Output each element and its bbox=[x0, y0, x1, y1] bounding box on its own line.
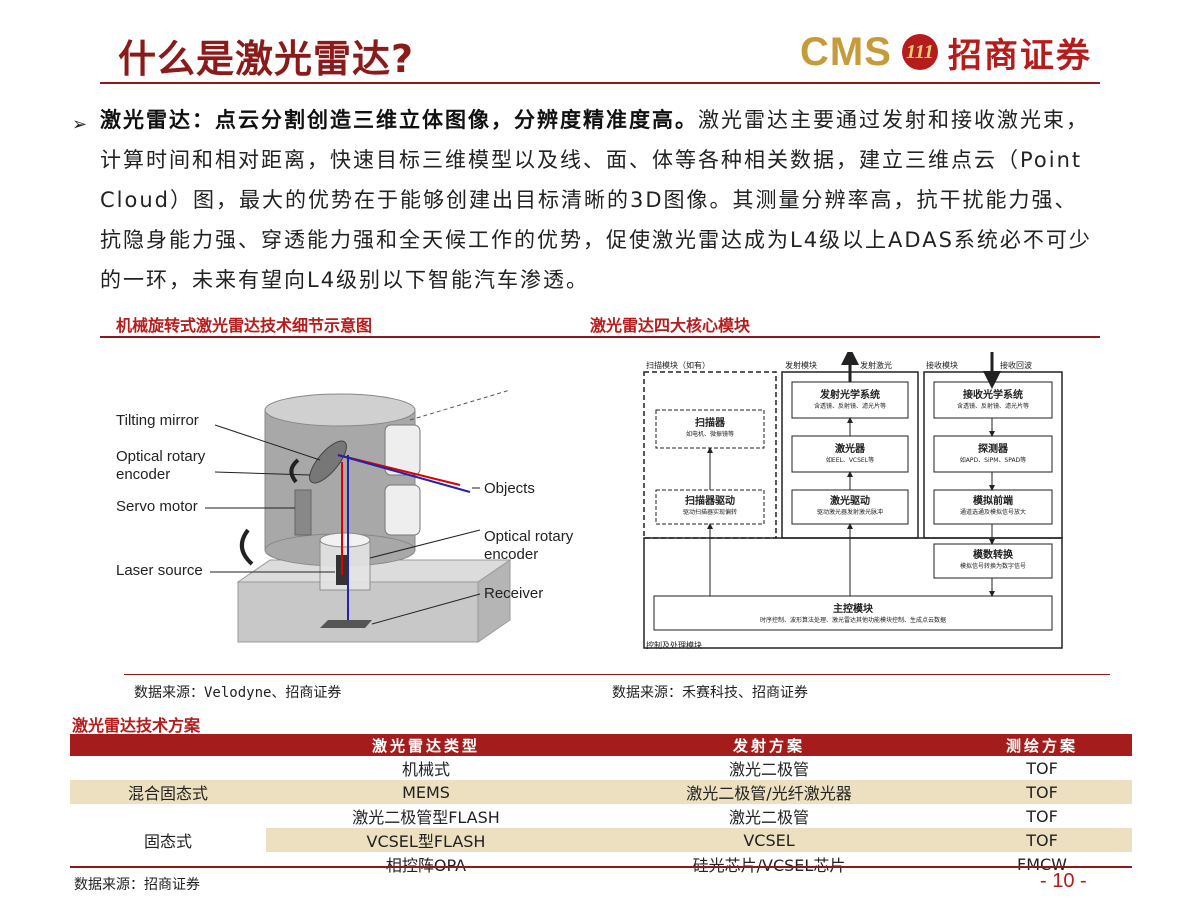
table-cell-type: 机械式 bbox=[401, 760, 450, 779]
box-laser-sub: 如EEL、VCSEL等 bbox=[825, 457, 875, 464]
intro-text: 激光雷达主要通过发射和接收激光束，计算时间和相对距离，快速目标三维模型以及线、面… bbox=[100, 108, 1092, 292]
figure-divider bbox=[100, 336, 1100, 338]
table-cell-measure: TOF bbox=[1026, 806, 1058, 826]
box-analog-front: 模拟前端 通道选通及模拟信号放大 bbox=[934, 492, 1052, 516]
box-analog-front-sub: 通道选通及模拟信号放大 bbox=[959, 509, 1026, 516]
box-laser-drive-sub: 驱动激光器发射激光脉冲 bbox=[816, 509, 883, 516]
box-main-control: 主控模块 时序控制、波形算法处理、激光雷达其他功能模块控制、生成点云数据 bbox=[654, 600, 1052, 624]
logo-cn-text: 招商证券 bbox=[947, 35, 1092, 76]
logo-badge-icon: 111 bbox=[901, 34, 938, 70]
table-cell-emit: 硅光芯片/VCSEL芯片 bbox=[586, 852, 952, 876]
table-row: 固态式 激光二极管型FLASH 激光二极管 TOF bbox=[70, 804, 1132, 852]
box-recv-optics: 接收光学系统 含透镜、反射镜、滤光片等 bbox=[934, 386, 1052, 410]
table-cell-group bbox=[70, 756, 266, 780]
table-header-measure: 测绘方案 bbox=[952, 734, 1132, 756]
box-scanner-drive: 扫描器驱动 驱动扫描器实现偏转 bbox=[656, 492, 764, 516]
box-adc: 模数转换 模拟信号转换为数字信号 bbox=[934, 546, 1052, 570]
label-receiver: Receiver bbox=[484, 585, 544, 602]
intro-bold: 激光雷达：点云分割创造三维立体图像，分辨度精准度高。 bbox=[100, 108, 698, 132]
figure-right-source: 数据来源：禾赛科技、招商证券 bbox=[612, 685, 808, 701]
table-header-row: 激光雷达类型 发射方案 测绘方案 bbox=[70, 734, 1132, 756]
box-detector: 探测器 如APD、SiPM、SPAD等 bbox=[934, 440, 1052, 464]
box-laser-drive-title: 激光驱动 bbox=[830, 496, 870, 507]
table-row: 混合固态式 MEMS 激光二极管/光纤激光器 TOF bbox=[70, 780, 1132, 804]
label-objects: Objects bbox=[484, 480, 535, 497]
table-cell-emit: 激光二极管 bbox=[728, 808, 809, 827]
core-modules-diagram bbox=[643, 352, 1063, 649]
box-emit-optics: 发射光学系统 含透镜、反射镜、滤光片等 bbox=[792, 386, 908, 410]
table-cell-emit: 激光二极管 bbox=[728, 760, 809, 779]
box-detector-title: 探测器 bbox=[978, 444, 1008, 455]
box-scanner-drive-sub: 驱动扫描器实现偏转 bbox=[682, 509, 737, 516]
box-main-control-sub: 时序控制、波形算法处理、激光雷达其他功能模块控制、生成点云数据 bbox=[759, 617, 946, 624]
emit-module-label: 发射模块 bbox=[785, 361, 817, 370]
bullet-arrow-icon: ➢ bbox=[72, 114, 88, 135]
page-title: 什么是激光雷达? bbox=[118, 37, 415, 81]
box-analog-front-title: 模拟前端 bbox=[973, 496, 1013, 507]
header-divider bbox=[100, 82, 1100, 84]
table-cell-measure: TOF bbox=[952, 780, 1132, 804]
brand-logo: CMS 111 招商证券 bbox=[800, 29, 1092, 76]
box-detector-sub: 如APD、SiPM、SPAD等 bbox=[959, 457, 1027, 464]
emit-arrow-label: 发射激光 bbox=[860, 361, 892, 370]
box-emit-optics-sub: 含透镜、反射镜、滤光片等 bbox=[813, 403, 886, 410]
box-emit-optics-title: 发射光学系统 bbox=[820, 390, 880, 401]
logo-text: CMS bbox=[800, 29, 892, 74]
box-scanner: 扫描器 如电机、微振镜等 bbox=[656, 414, 764, 438]
recv-module-label: 接收模块 bbox=[926, 361, 958, 370]
control-module-label: 控制及处理模块 bbox=[646, 641, 702, 650]
intro-paragraph: 激光雷达：点云分割创造三维立体图像，分辨度精准度高。激光雷达主要通过发射和接收激… bbox=[100, 100, 1100, 300]
table-header-type: 激光雷达类型 bbox=[266, 734, 586, 756]
figure-right-caption: 激光雷达四大核心模块 bbox=[590, 316, 751, 335]
table-cell-type: 相控阵OPA bbox=[266, 852, 586, 876]
table-cell-type: MEMS bbox=[266, 780, 586, 804]
box-laser-title: 激光器 bbox=[835, 444, 865, 455]
table-row: 相控阵OPA 硅光芯片/VCSEL芯片 FMCW bbox=[70, 852, 1132, 876]
figure-left-source: 数据来源：Velodyne、招商证券 bbox=[134, 685, 342, 701]
table-cell-emit: VCSEL bbox=[586, 828, 952, 852]
box-main-control-title: 主控模块 bbox=[833, 604, 873, 615]
page-number: - 10 - bbox=[1040, 870, 1087, 892]
table-cell-group: 混合固态式 bbox=[70, 780, 266, 804]
label-servo-motor: Servo motor bbox=[116, 498, 198, 515]
box-adc-title: 模数转换 bbox=[973, 550, 1013, 561]
table-cell-measure: TOF bbox=[952, 828, 1132, 852]
table-cell-measure: FMCW bbox=[1017, 854, 1067, 874]
table-row: 机械式 激光二极管 TOF bbox=[70, 756, 1132, 780]
mechanical-lidar-diagram bbox=[205, 389, 512, 643]
table-header-emit: 发射方案 bbox=[586, 734, 952, 756]
label-laser-source: Laser source bbox=[116, 562, 203, 579]
table-cell-group: 固态式 bbox=[143, 832, 192, 851]
label-optical-rotary-encoder-2: Optical rotary encoder bbox=[484, 528, 574, 563]
table-row: VCSEL型FLASH VCSEL TOF bbox=[70, 828, 1132, 852]
box-recv-optics-sub: 含透镜、反射镜、滤光片等 bbox=[956, 403, 1029, 410]
scan-module-label: 扫描模块（如有） bbox=[646, 361, 710, 370]
table-caption: 激光雷达技术方案 bbox=[72, 716, 201, 735]
footer-divider bbox=[70, 866, 1132, 868]
box-scanner-drive-title: 扫描器驱动 bbox=[685, 496, 735, 507]
label-tilting-mirror: Tilting mirror bbox=[116, 412, 199, 429]
box-laser-drive: 激光驱动 驱动激光器发射激光脉冲 bbox=[792, 492, 908, 516]
box-laser: 激光器 如EEL、VCSEL等 bbox=[792, 440, 908, 464]
figure-left-caption: 机械旋转式激光雷达技术细节示意图 bbox=[116, 316, 373, 335]
table-cell-measure: TOF bbox=[1026, 758, 1058, 778]
box-scanner-sub: 如电机、微振镜等 bbox=[685, 431, 734, 438]
footer-source: 数据来源：招商证券 bbox=[74, 877, 200, 893]
table-cell-type: VCSEL型FLASH bbox=[266, 828, 586, 852]
table-header-blank bbox=[70, 734, 266, 756]
box-adc-sub: 模拟信号转换为数字信号 bbox=[959, 563, 1026, 570]
table-cell-emit: 激光二极管/光纤激光器 bbox=[586, 780, 952, 804]
box-recv-optics-title: 接收光学系统 bbox=[963, 390, 1023, 401]
recv-arrow-label: 接收回波 bbox=[1000, 361, 1032, 370]
box-scanner-title: 扫描器 bbox=[695, 418, 725, 429]
table-cell-type: 激光二极管型FLASH bbox=[352, 808, 500, 827]
figure-bottom-divider bbox=[124, 674, 1110, 675]
lidar-tech-table: 激光雷达类型 发射方案 测绘方案 机械式 激光二极管 TOF 混合固态式 MEM… bbox=[70, 734, 1132, 876]
label-optical-rotary-encoder-1: Optical rotary encoder bbox=[116, 448, 206, 483]
